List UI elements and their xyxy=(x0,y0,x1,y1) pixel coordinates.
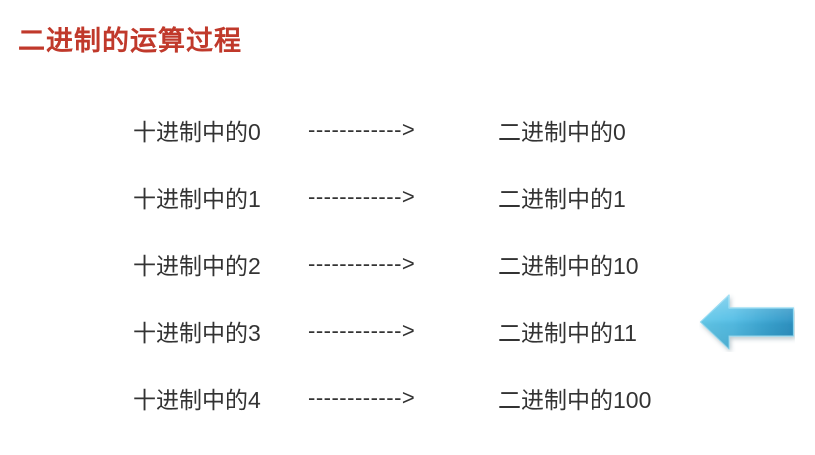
decimal-label: 十进制中的2 xyxy=(133,252,261,279)
decimal-label: 十进制中的3 xyxy=(133,319,261,346)
binary-label: 二进制中的10 xyxy=(498,252,639,279)
list-item: 十进制中的4 ------------> 二进制中的100 xyxy=(133,364,733,431)
binary-label: 二进制中的11 xyxy=(498,319,637,346)
left-arrow-icon xyxy=(699,292,795,352)
decimal-label: 十进制中的1 xyxy=(133,185,261,212)
dashed-arrow-icon: ------------> xyxy=(308,317,416,343)
binary-label: 二进制中的0 xyxy=(498,118,626,145)
decimal-label: 十进制中的0 xyxy=(133,118,261,145)
dashed-arrow-icon: ------------> xyxy=(308,250,416,276)
list-item: 十进制中的3 ------------> 二进制中的11 xyxy=(133,297,733,364)
binary-label: 二进制中的1 xyxy=(498,185,626,212)
list-item: 十进制中的1 ------------> 二进制中的1 xyxy=(133,163,733,230)
dashed-arrow-icon: ------------> xyxy=(308,183,416,209)
binary-label: 二进制中的100 xyxy=(498,386,652,413)
dashed-arrow-icon: ------------> xyxy=(308,384,416,410)
decimal-label: 十进制中的4 xyxy=(133,386,261,413)
list-item: 十进制中的2 ------------> 二进制中的10 xyxy=(133,230,733,297)
page-title: 二进制的运算过程 xyxy=(18,26,242,56)
list-item: 十进制中的0 ------------> 二进制中的0 xyxy=(133,96,733,163)
conversion-list: 十进制中的0 ------------> 二进制中的0 十进制中的1 -----… xyxy=(133,96,733,431)
dashed-arrow-icon: ------------> xyxy=(308,116,416,142)
